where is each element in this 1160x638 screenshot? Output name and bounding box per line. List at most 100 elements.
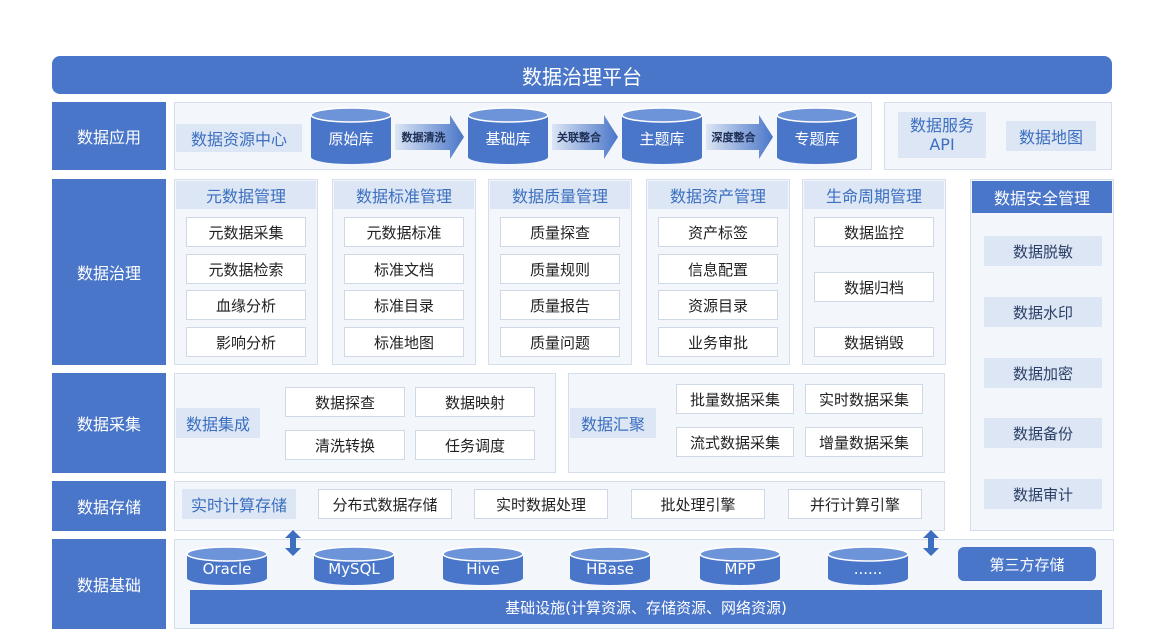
governance-item[interactable]: 元数据检索 [186, 254, 306, 284]
security-title: 数据安全管理 [972, 181, 1112, 213]
row-label-app: 数据应用 [52, 102, 166, 170]
row-label-storage: 数据存储 [52, 481, 166, 531]
collect-item[interactable]: 实时数据采集 [805, 384, 923, 414]
row-label-base: 数据基础 [52, 539, 166, 629]
database-cylinder-base-0[interactable]: Oracle [186, 546, 268, 585]
collect-item[interactable]: 数据探查 [285, 387, 405, 417]
cylinder-top [313, 546, 395, 562]
governance-item[interactable]: 资源目录 [658, 290, 778, 320]
governance-item[interactable]: 血缘分析 [186, 290, 306, 320]
governance-column-title: 生命周期管理 [804, 181, 944, 209]
cylinder-top [467, 107, 549, 123]
storage-item[interactable]: 批处理引擎 [631, 489, 765, 519]
data-map-box[interactable]: 数据地图 [1006, 121, 1096, 151]
governance-item[interactable]: 质量探查 [500, 217, 620, 247]
governance-item[interactable]: 数据监控 [814, 217, 934, 247]
cylinder-label: 基础库 [485, 130, 530, 148]
third-party-storage-button[interactable]: 第三方存储 [958, 547, 1096, 581]
governance-column-title: 数据质量管理 [490, 181, 630, 209]
storage-item[interactable]: 分布式数据存储 [318, 489, 452, 519]
cylinder-top [699, 546, 781, 562]
infrastructure-bar: 基础设施(计算资源、存储资源、网络资源) [190, 590, 1102, 624]
governance-item[interactable]: 数据归档 [814, 272, 934, 302]
collect-item[interactable]: 批量数据采集 [676, 384, 794, 414]
data-service-api-box[interactable]: 数据服务 API [898, 112, 986, 158]
governance-column-title: 数据标准管理 [334, 181, 474, 209]
cylinder-label: 专题库 [794, 130, 839, 148]
storage-item[interactable]: 并行计算引擎 [788, 489, 922, 519]
security-item[interactable]: 数据审计 [984, 479, 1102, 509]
cylinder-label: HBase [586, 560, 634, 578]
cylinder-body [570, 554, 650, 585]
row-label-collect: 数据采集 [52, 373, 166, 473]
database-row: Oracle MySQL Hive HBase MPP...... [186, 546, 909, 585]
cylinder-label: Hive [466, 560, 500, 578]
cylinder-label: ...... [854, 560, 883, 578]
cylinder-body [700, 554, 780, 585]
database-cylinder-app-2[interactable]: 主题库 [621, 107, 703, 164]
cylinder-body [443, 554, 523, 585]
cylinder-label: MySQL [328, 560, 380, 578]
cylinder-body [311, 115, 391, 164]
governance-item[interactable]: 元数据标准 [344, 217, 464, 247]
cylinder-body [187, 554, 267, 585]
governance-item[interactable]: 标准地图 [344, 327, 464, 357]
governance-item[interactable]: 业务审批 [658, 327, 778, 357]
database-cylinder-base-3[interactable]: HBase [569, 546, 651, 585]
governance-item[interactable]: 影响分析 [186, 327, 306, 357]
flow-arrow-icon [552, 115, 618, 159]
flow-arrow-icon [706, 115, 773, 159]
governance-item[interactable]: 质量报告 [500, 290, 620, 320]
cylinder-top [186, 546, 268, 562]
security-item[interactable]: 数据加密 [984, 358, 1102, 388]
collect-item[interactable]: 清洗转换 [285, 430, 405, 460]
cylinder-top [827, 546, 909, 562]
cylinder-label: Oracle [203, 560, 252, 578]
platform-title: 数据治理平台 [52, 56, 1112, 94]
collect-item[interactable]: 流式数据采集 [676, 427, 794, 457]
double-arrow-icon [285, 530, 301, 556]
double-arrow-icon [923, 530, 939, 556]
gather-label: 数据汇聚 [570, 408, 656, 438]
database-cylinder-base-4[interactable]: MPP [699, 546, 781, 585]
governance-column-title: 元数据管理 [176, 181, 316, 209]
database-cylinder-app-1[interactable]: 基础库 [467, 107, 549, 164]
flow-arrow-label: 深度整合 [712, 130, 757, 144]
cylinder-top [776, 107, 858, 123]
cylinder-top [310, 107, 392, 123]
database-cylinder-app-3[interactable]: 专题库 [776, 107, 858, 164]
row-label-governance: 数据治理 [52, 179, 166, 365]
security-item[interactable]: 数据脱敏 [984, 236, 1102, 266]
app-flow-diagram: 原始库数据清洗 基础库 关联整合 主题库深度整合 专题库 [310, 107, 858, 164]
governance-item[interactable]: 信息配置 [658, 254, 778, 284]
database-cylinder-base-2[interactable]: Hive [442, 546, 524, 585]
governance-column-title: 数据资产管理 [648, 181, 788, 209]
flow-arrow-label: 关联整合 [557, 130, 602, 144]
cylinder-top [621, 107, 703, 123]
cylinder-label: MPP [724, 560, 755, 578]
data-service-label: 数据服务 [909, 116, 974, 135]
cylinder-top [442, 546, 524, 562]
storage-item[interactable]: 实时数据处理 [474, 489, 608, 519]
governance-item[interactable]: 标准目录 [344, 290, 464, 320]
governance-item[interactable]: 质量问题 [500, 327, 620, 357]
collect-item[interactable]: 增量数据采集 [805, 427, 923, 457]
security-item[interactable]: 数据备份 [984, 418, 1102, 448]
governance-item[interactable]: 标准文档 [344, 254, 464, 284]
governance-item[interactable]: 资产标签 [658, 217, 778, 247]
cylinder-body [828, 554, 908, 585]
collect-item[interactable]: 数据映射 [415, 387, 535, 417]
cylinder-top [569, 546, 651, 562]
governance-item[interactable]: 数据销毁 [814, 327, 934, 357]
flow-arrow-label: 数据清洗 [402, 130, 446, 144]
cylinder-body [314, 554, 394, 585]
integrate-label: 数据集成 [176, 408, 260, 438]
cylinder-body [777, 115, 857, 164]
collect-item[interactable]: 任务调度 [415, 430, 535, 460]
governance-item[interactable]: 元数据采集 [186, 217, 306, 247]
database-cylinder-base-1[interactable]: MySQL [313, 546, 395, 585]
database-cylinder-base-5[interactable]: ...... [827, 546, 909, 585]
database-cylinder-app-0[interactable]: 原始库 [310, 107, 392, 164]
governance-item[interactable]: 质量规则 [500, 254, 620, 284]
security-item[interactable]: 数据水印 [984, 297, 1102, 327]
